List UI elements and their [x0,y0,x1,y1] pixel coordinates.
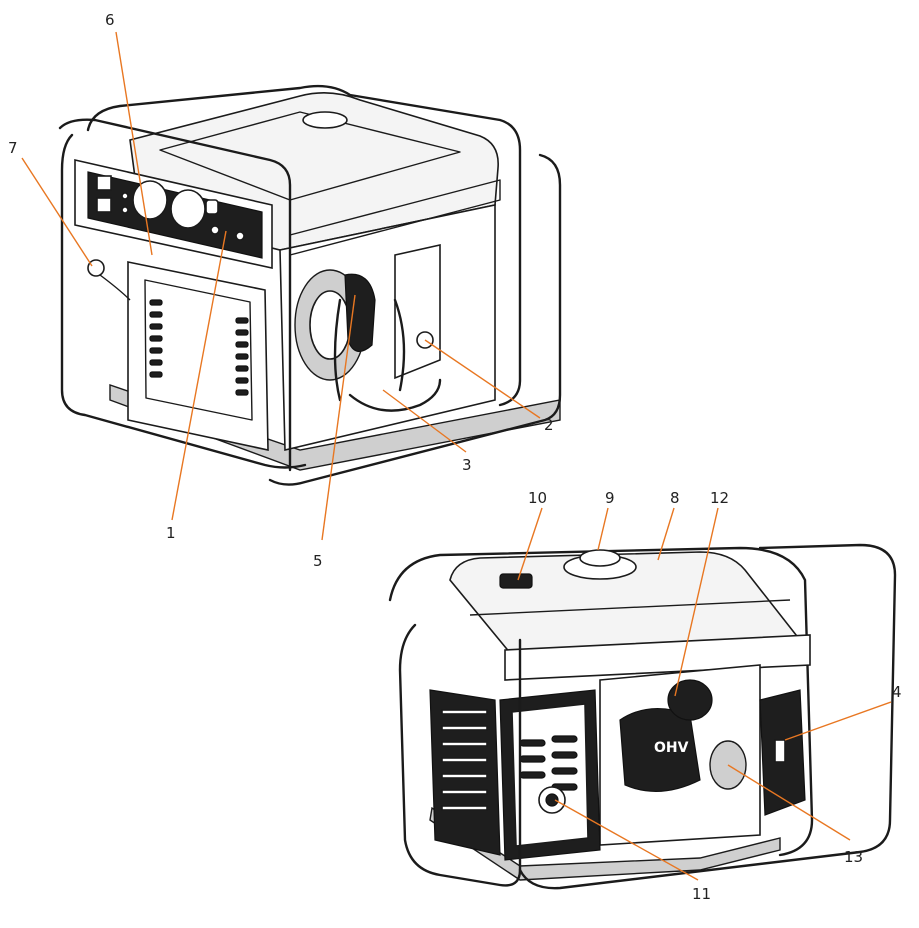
leader-line-11 [554,799,699,881]
callout-4: 4 [892,683,902,701]
switch-icon [499,573,533,589]
fuel-cap [579,549,621,567]
callout-9: 9 [605,489,615,507]
air-filter-box [394,244,441,380]
terminal-icon [210,225,220,235]
indicator-light-icon [121,206,129,214]
callout-13: 13 [844,848,863,866]
top-handle-cap [302,111,348,129]
leader-line-9 [597,507,609,551]
leader-line-3 [382,389,467,453]
front-frame-tube-right [518,543,897,890]
leader-line-10 [517,507,543,581]
rear-frame-tube [86,84,522,407]
switch-icon [96,197,112,213]
oil-cap-center-icon [545,793,559,807]
generator-rear-view: OHV [388,543,897,890]
leader-line-1 [171,230,227,521]
leader-line-8 [657,507,675,561]
leader-line-13 [727,764,851,841]
cover-edge [469,599,791,616]
switch-icon [96,175,112,191]
side-grill-slats [441,709,488,811]
front-vents [149,299,249,396]
indicator-icon [205,199,219,215]
terminal-icon [235,231,245,241]
socket-icon [170,189,206,229]
leader-line-5 [321,294,356,541]
hose [393,298,406,392]
engine-badge: OHV [654,740,689,756]
callout-11: 11 [692,885,711,903]
callout-12: 12 [710,489,729,507]
hose [348,378,442,412]
indicator-light-icon [121,192,129,200]
leader-lines [21,31,892,881]
callout-2: 2 [544,416,554,434]
callout-7: 7 [8,139,18,157]
starter-handle [344,273,376,352]
callout-labels: 1 2 3 4 5 6 7 8 9 10 11 12 13 [8,11,902,903]
rear-frame-tube [388,546,814,857]
socket-icon [132,180,168,220]
front-housing [127,261,269,451]
callout-1: 1 [166,524,176,542]
leader-line-12 [674,507,719,697]
callout-6: 6 [105,11,115,29]
side-grill [429,689,501,856]
front-frame-tube-right [268,153,562,486]
top-cover-panel [159,111,461,201]
choke-knob-icon [87,259,105,277]
front-frame-tube [60,133,307,469]
front-housing-panel [144,279,253,421]
top-cover [449,551,802,666]
starter-hub [309,290,351,360]
callout-5: 5 [313,552,323,570]
cylinder-head [619,707,701,793]
leader-line-2 [424,339,541,419]
leader-line-4 [784,701,892,741]
callout-10: 10 [528,489,547,507]
callout-3: 3 [462,456,472,474]
callout-8: 8 [670,489,680,507]
leader-line-7 [21,157,93,267]
hose [333,298,342,402]
front-frame-tube [398,623,522,887]
frame-crossbar [58,118,292,472]
leader-line-6 [115,31,153,256]
choke-cable [99,274,131,301]
generator-front-view [58,84,562,486]
spark-plug-boot [667,679,713,721]
filter-latch-icon [774,739,786,763]
